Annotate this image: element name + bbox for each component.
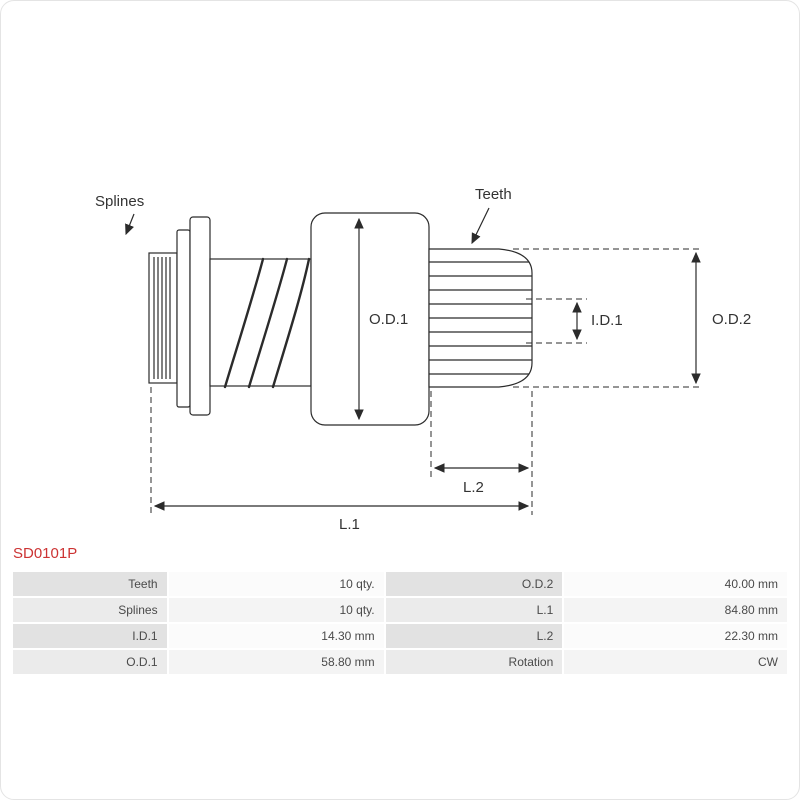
- extension-lines: [150, 248, 703, 515]
- spec-value: 14.30 mm: [168, 624, 384, 648]
- spec-label: Splines: [13, 598, 167, 622]
- spec-value: 84.80 mm: [564, 598, 787, 622]
- teeth-label: Teeth: [475, 186, 512, 203]
- splines-leader-arrow: [125, 213, 135, 236]
- spec-label: Teeth: [13, 572, 167, 596]
- center-shaft: [209, 258, 312, 387]
- spec-label: O.D.1: [13, 650, 167, 674]
- od1-label: O.D.1: [369, 311, 408, 328]
- spec-label: I.D.1: [13, 624, 167, 648]
- pinion-gear: [428, 248, 533, 388]
- spec-value: 40.00 mm: [564, 572, 787, 596]
- l2-label: L.2: [463, 479, 484, 496]
- table-row: Splines 10 qty. L.1 84.80 mm: [13, 598, 787, 622]
- gear-teeth-lines: [429, 261, 532, 375]
- part-number: SD0101P: [13, 545, 78, 562]
- starter-drive-diagram: Splines Teeth O.D.1 I.D.1 O.D.2 L.2 L.1: [95, 186, 751, 533]
- spec-label: O.D.2: [385, 572, 563, 596]
- spec-value: 10 qty.: [168, 572, 384, 596]
- dimension-lines: [125, 207, 701, 511]
- spec-value: 22.30 mm: [564, 624, 787, 648]
- id1-label: I.D.1: [591, 312, 623, 329]
- l1-label: L.1: [339, 516, 360, 533]
- spec-label: L.2: [385, 624, 563, 648]
- spec-value: 10 qty.: [168, 598, 384, 622]
- spec-label: L.1: [385, 598, 563, 622]
- spring: [223, 257, 311, 389]
- starter-drive-outline: [148, 212, 533, 426]
- od2-label: O.D.2: [712, 311, 751, 328]
- table-row: O.D.1 58.80 mm Rotation CW: [13, 650, 787, 674]
- teeth-leader-arrow: [471, 207, 490, 245]
- technical-drawing: Splines Teeth O.D.1 I.D.1 O.D.2 L.2 L.1: [1, 1, 799, 541]
- table-row: I.D.1 14.30 mm L.2 22.30 mm: [13, 624, 787, 648]
- collar-rings: [176, 216, 211, 416]
- table-row: Teeth 10 qty. O.D.2 40.00 mm: [13, 572, 787, 596]
- spec-value: 58.80 mm: [168, 650, 384, 674]
- spec-label: Rotation: [385, 650, 563, 674]
- spec-table: Teeth 10 qty. O.D.2 40.00 mm Splines 10 …: [11, 570, 789, 676]
- splines-label: Splines: [95, 193, 144, 210]
- spec-value: CW: [564, 650, 787, 674]
- splined-shaft: [148, 252, 178, 384]
